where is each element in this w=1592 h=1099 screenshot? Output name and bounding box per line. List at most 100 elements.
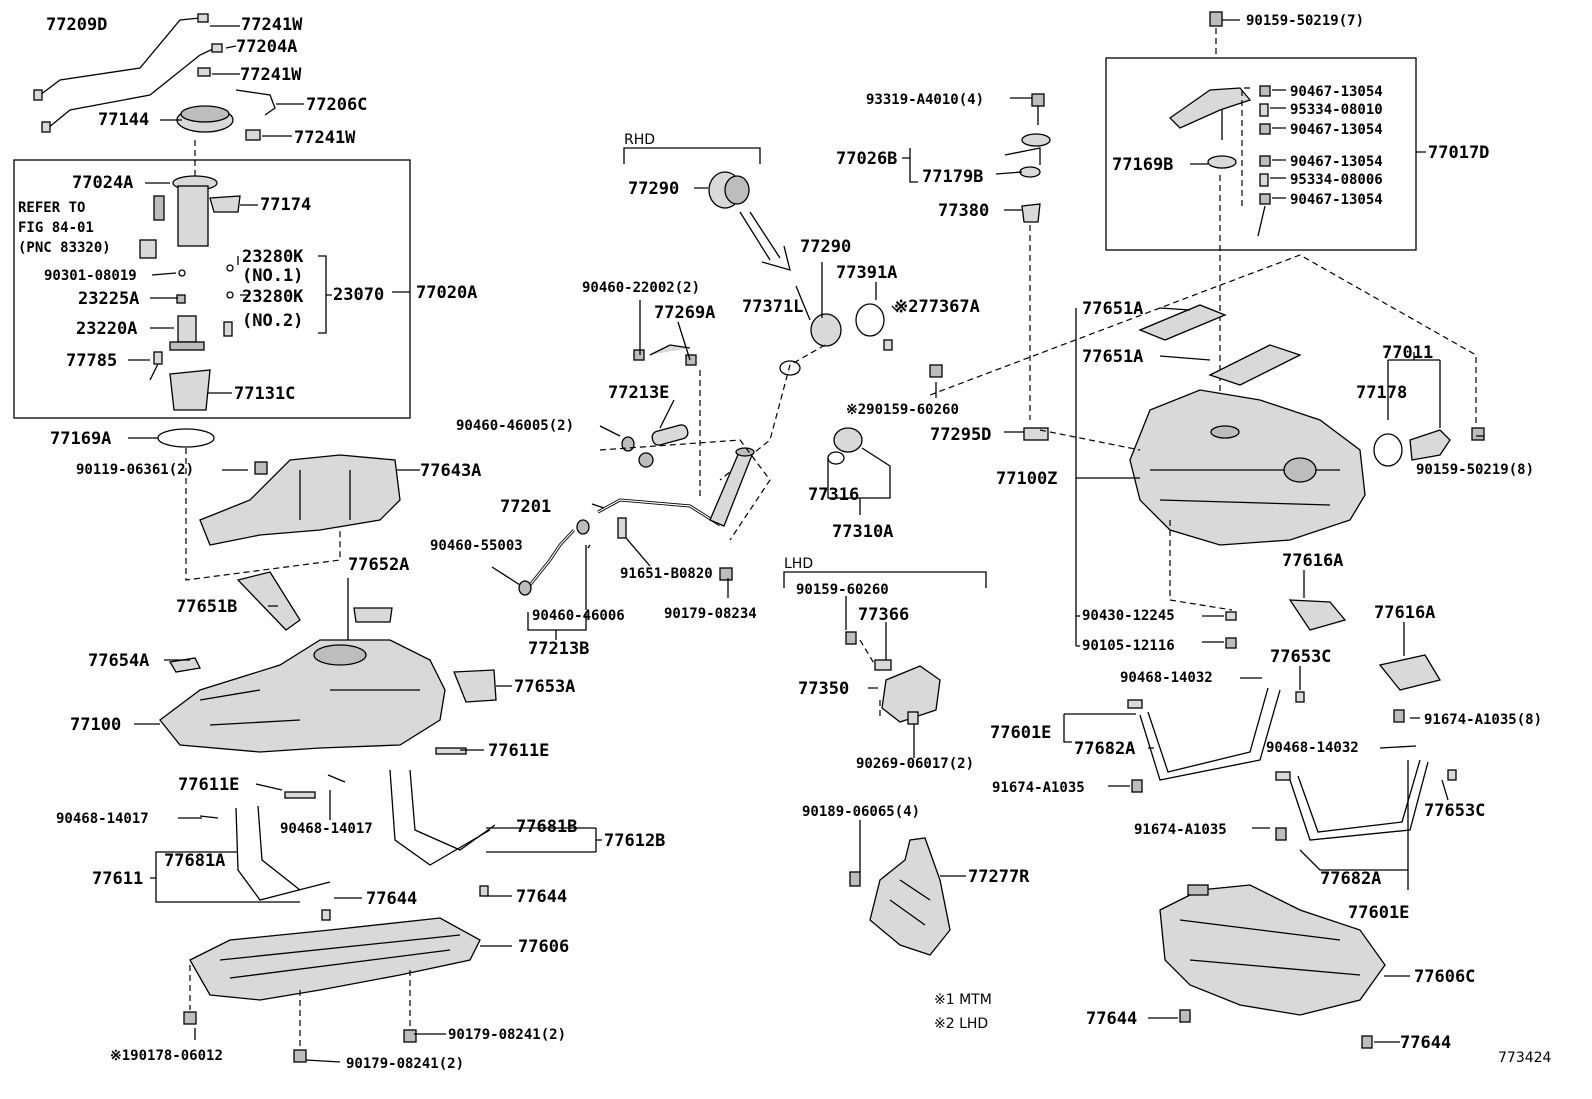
label-77290: 77290 [800, 237, 851, 257]
label-77681A: 77681A [164, 851, 225, 871]
label-90105-12116: 90105-12116 [1082, 638, 1175, 654]
label-77169A: 77169A [50, 429, 111, 449]
label-90468-14032: 90468-14032 [1120, 670, 1213, 686]
label-90301-08019: 90301-08019 [44, 268, 137, 284]
label-95334-08006: 95334-08006 [1290, 172, 1383, 188]
label-23280K: 23280K [242, 287, 304, 307]
label-77653C: 77653C [1270, 647, 1331, 667]
filler-protector [849, 837, 951, 956]
label-77612B: 77612B [604, 831, 665, 851]
fuel-tube-group [33, 13, 276, 133]
sender-right [1373, 427, 1485, 467]
label-77682A: 77682A [1320, 869, 1381, 889]
label-77643A: 77643A [420, 461, 481, 481]
label-77653A: 77653A [514, 677, 575, 697]
label-77644: 77644 [366, 889, 417, 909]
label-77366: 77366 [858, 605, 909, 625]
label-77651A: 77651A [1082, 347, 1143, 367]
label-77241W: 77241W [241, 15, 303, 35]
lhd-bracket [783, 571, 987, 588]
label-77213E: 77213E [608, 383, 669, 403]
hoses-group [518, 344, 771, 596]
label-77606: 77606 [518, 937, 569, 957]
label-90189-06065: 90189-06065(4) [802, 804, 920, 820]
rhd-bracket [623, 147, 761, 164]
label-91674-a1035: 91674-A1035 [992, 780, 1085, 796]
label-77131C: 77131C [234, 384, 295, 404]
label-90269-06017: 90269-06017(2) [856, 756, 974, 772]
label-77652A: 77652A [348, 555, 409, 575]
fuel-tank-right [1129, 389, 1366, 546]
label-refer-pnc: (PNC 83320) [18, 240, 111, 256]
small-fasteners-right [1225, 599, 1457, 781]
label-77644: 77644 [1400, 1033, 1451, 1053]
label-77017D: 77017D [1428, 143, 1489, 163]
label-90179-08241: 90179-08241(2) [448, 1027, 566, 1043]
label-77611E: 77611E [178, 775, 239, 795]
cap-77316 [827, 427, 863, 465]
sender-box [1105, 11, 1417, 420]
label-77026B: 77026B [836, 149, 897, 169]
label-93319-a4010: 93319-A4010(4) [866, 92, 984, 108]
label-90430-12245: 90430-12245 [1082, 608, 1175, 624]
direction-arrow [739, 211, 791, 271]
label-77606C: 77606C [1414, 967, 1475, 987]
label-77020A: 77020A [416, 283, 477, 303]
filler-cap-group [719, 303, 943, 481]
label-77295D: 77295D [930, 425, 991, 445]
label-77310A: 77310A [832, 522, 893, 542]
label-77654A: 77654A [88, 651, 149, 671]
label-90178-06012: ※190178-06012 [110, 1048, 223, 1064]
labels-middle: RHD 77290 77290 77391A 90460-22002(2) 77… [430, 132, 1030, 1032]
label-77601E: 77601E [1348, 903, 1409, 923]
label-no2: (NO.2) [242, 311, 303, 331]
label-90467-13054: 90467-13054 [1290, 122, 1383, 138]
fuel-tank-left [159, 571, 497, 753]
filler-neck-rhd [708, 171, 750, 209]
label-95334-08010: 95334-08010 [1290, 102, 1383, 118]
label-no1: (NO.1) [242, 266, 303, 286]
label-77213B: 77213B [528, 639, 589, 659]
label-90460-55003: 90460-55003 [430, 538, 523, 554]
label-77616A: 77616A [1374, 603, 1435, 623]
label-90159-50219-8: 90159-50219(8) [1416, 462, 1534, 478]
label-rhd: RHD [624, 132, 655, 148]
label-77277R: 77277R [968, 867, 1030, 887]
label-77611: 77611 [92, 869, 143, 889]
fuel-pump-assembly-box [13, 140, 411, 419]
label-77350: 77350 [798, 679, 849, 699]
label-90460-22002: 90460-22002(2) [582, 280, 700, 296]
gasket-ring [157, 428, 215, 448]
label-91651-b0820: 91651-B0820 [620, 566, 713, 582]
note-mtm: ※1 MTM [934, 992, 992, 1008]
labels-left: 77209D 77241W 77204A 77241W 77206C 77144… [18, 15, 665, 1072]
filler-lid-lhd [845, 631, 941, 725]
label-90119-06361: 90119-06361(2) [76, 462, 194, 478]
label-90159-50219-7: 90159-50219(7) [1246, 13, 1364, 29]
label-90159-60260-lhd: ※290159-60260 [846, 402, 959, 418]
label-77653C: 77653C [1424, 801, 1485, 821]
label-77616A: 77616A [1282, 551, 1343, 571]
label-77644: 77644 [1086, 1009, 1137, 1029]
label-77785: 77785 [66, 351, 117, 371]
tank-bands-left [199, 747, 496, 921]
label-77179B: 77179B [922, 167, 983, 187]
label-77100Z: 77100Z [996, 469, 1057, 489]
straps-right [1138, 304, 1302, 386]
label-refer-to: REFER TO [18, 200, 85, 216]
label-77178: 77178 [1356, 383, 1407, 403]
label-23225A: 23225A [78, 289, 139, 309]
note-lhd: ※2 LHD [934, 1016, 988, 1032]
tank-bands-right [1127, 687, 1429, 841]
label-77201: 77201 [500, 497, 551, 517]
label-77209D: 77209D [46, 15, 107, 35]
label-77367A: ※277367A [894, 297, 980, 317]
label-77100: 77100 [70, 715, 121, 735]
label-90468-14017: 90468-14017 [56, 811, 149, 827]
protector-bracket [199, 454, 401, 546]
label-77011: 77011 [1382, 343, 1433, 363]
label-77391A: 77391A [836, 263, 897, 283]
label-77371L: 77371L [742, 297, 803, 317]
label-77682A: 77682A [1074, 739, 1135, 759]
